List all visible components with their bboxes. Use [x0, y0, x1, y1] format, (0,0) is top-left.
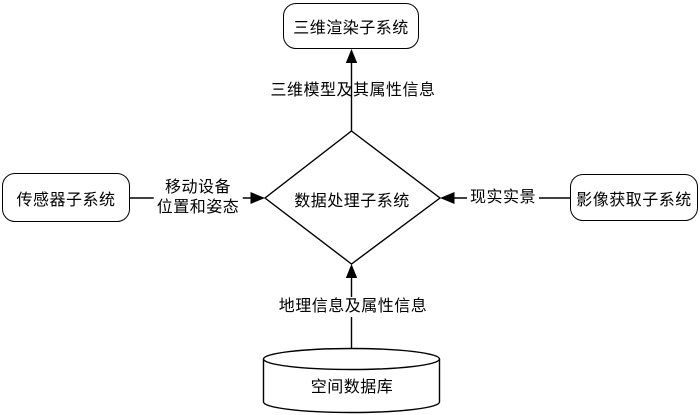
- arrowhead-left-icon: [440, 192, 455, 204]
- arrowhead-up-icon: [345, 264, 358, 278]
- edge-label-mobile-device-pose: 移动设备 位置和姿态: [153, 178, 243, 218]
- edge-label-3d-model-attributes: 三维模型及其属性信息: [270, 82, 436, 99]
- node-data-processing-label: 数据处理子系统: [294, 193, 410, 210]
- node-image-capture-subsystem: 影像获取子系统: [570, 174, 698, 221]
- node-data-processing-shape: [263, 130, 442, 265]
- node-spatial-database-label: 空间数据库: [310, 379, 394, 396]
- node-sensor-subsystem: 传感器子系统: [2, 173, 130, 222]
- edge-label-geo-info-attributes: 地理信息及属性信息: [275, 297, 431, 317]
- edge-label-line2: 位置和姿态: [156, 199, 240, 216]
- arrowhead-right-icon: [250, 192, 265, 204]
- arrowhead-up-icon: [345, 49, 358, 63]
- node-3d-render-subsystem: 三维渲染子系统: [283, 3, 419, 49]
- node-spatial-database-shape: [262, 347, 441, 414]
- edge-label-line1: 移动设备: [164, 179, 232, 196]
- arrow-processor-to-render: [345, 49, 358, 131]
- edge-label-real-scene: 现实实景: [466, 188, 540, 208]
